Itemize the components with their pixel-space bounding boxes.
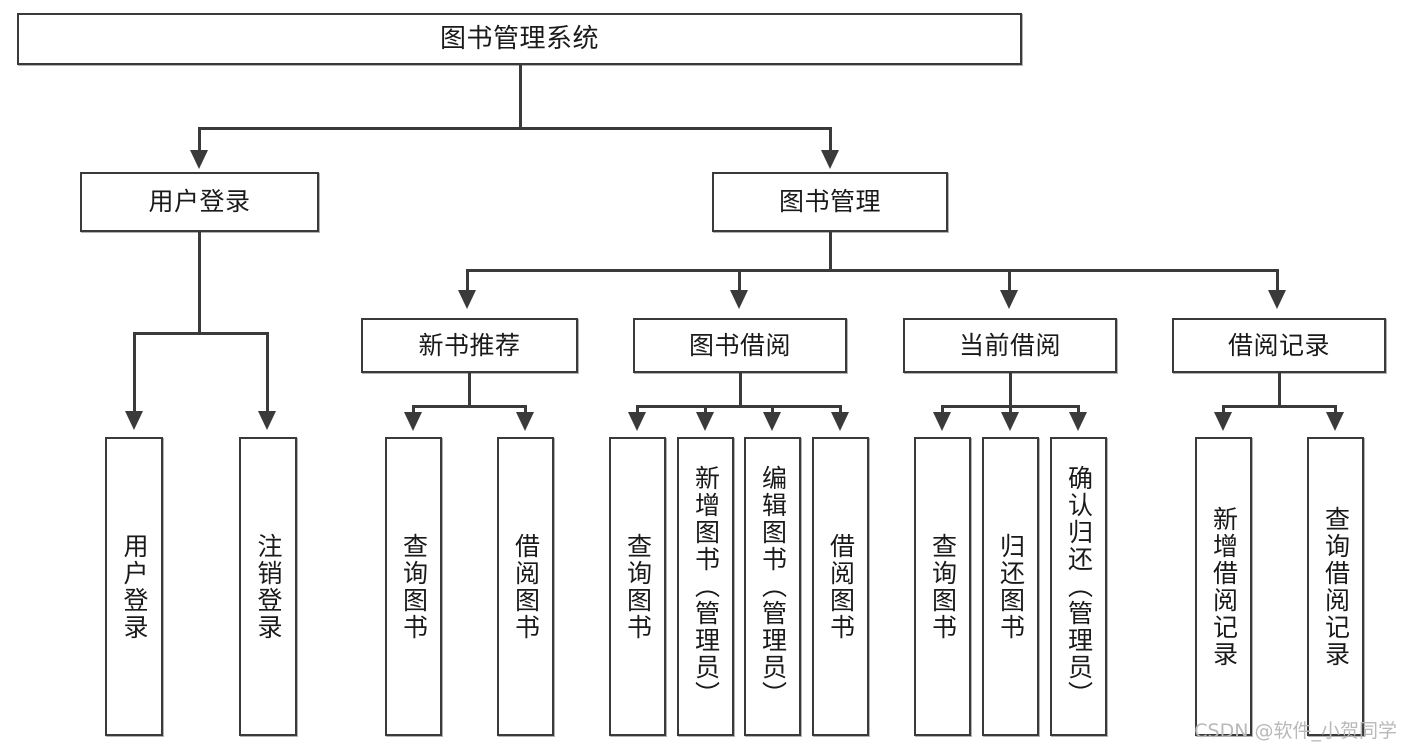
node-label: 查询图书 <box>623 532 653 641</box>
leaf-current-return-book[interactable]: 归还图书 <box>982 437 1039 736</box>
arrow-user-login-2 <box>258 411 276 430</box>
leaf-record-add-record[interactable]: 新增借阅记录 <box>1195 437 1252 736</box>
node-label: 新书推荐 <box>418 330 521 360</box>
connector-book-mgmt-stem <box>829 232 832 272</box>
connector-borrow-stem <box>739 373 742 407</box>
connector-record-drop-2 <box>1334 405 1337 415</box>
arrow-user-login-1 <box>125 411 143 430</box>
arrow-borrow-1 <box>628 412 646 431</box>
node-current-borrow[interactable]: 当前借阅 <box>903 318 1117 373</box>
connector-recommend-bar <box>412 405 527 408</box>
node-label: 注销登录 <box>254 532 283 641</box>
leaf-current-query-book[interactable]: 查询图书 <box>914 437 971 736</box>
arrow-level2-3 <box>1000 290 1018 309</box>
node-borrow-record[interactable]: 借阅记录 <box>1172 318 1386 373</box>
watermark-text: CSDN @软件_小贺同学 <box>1194 720 1397 742</box>
connector-record-drop-1 <box>1222 405 1225 415</box>
node-label: 用户登录 <box>148 187 251 217</box>
connector-level2-drop-2 <box>738 269 741 293</box>
connector-user-login-drop-2 <box>266 332 269 414</box>
connector-user-login-stem <box>198 232 201 335</box>
leaf-current-confirm-return[interactable]: 确认归还（管理员） <box>1050 437 1107 736</box>
node-root-system[interactable]: 图书管理系统 <box>17 13 1022 65</box>
arrow-current-2 <box>1001 412 1019 431</box>
node-label: 新增图书（管理员） <box>691 465 721 708</box>
connector-level1-drop-right <box>829 127 832 153</box>
connector-borrow-drop-2 <box>704 405 707 415</box>
connector-borrow-drop-1 <box>636 405 639 415</box>
connector-level2-drop-1 <box>466 269 469 293</box>
leaf-borrow-add-book[interactable]: 新增图书（管理员） <box>677 437 734 736</box>
node-label: 编辑图书（管理员） <box>758 465 788 708</box>
arrow-current-3 <box>1069 412 1087 431</box>
connector-current-drop-3 <box>1077 405 1080 415</box>
connector-borrow-drop-4 <box>839 405 842 415</box>
connector-borrow-drop-3 <box>771 405 774 415</box>
leaf-user-login-signout[interactable]: 注销登录 <box>239 437 297 736</box>
connector-level2-drop-3 <box>1008 269 1011 293</box>
leaf-borrow-borrow-book[interactable]: 借阅图书 <box>812 437 869 736</box>
connector-borrow-bar <box>636 405 842 408</box>
connector-recommend-drop-1 <box>412 405 415 415</box>
node-label: 借阅图书 <box>511 532 541 641</box>
arrow-record-2 <box>1326 412 1344 431</box>
node-label: 借阅记录 <box>1227 330 1330 360</box>
arrow-recommend-2 <box>516 412 534 431</box>
node-book-management[interactable]: 图书管理 <box>712 172 948 232</box>
arrow-recommend-1 <box>404 412 422 431</box>
node-label: 用户登录 <box>120 532 149 641</box>
arrow-current-1 <box>933 412 951 431</box>
connector-current-stem <box>1009 373 1012 407</box>
arrow-borrow-4 <box>831 412 849 431</box>
leaf-record-query-record[interactable]: 查询借阅记录 <box>1307 437 1364 736</box>
connector-level2-drop-4 <box>1276 269 1279 293</box>
node-label: 新增借阅记录 <box>1209 505 1239 668</box>
arrow-level1-right <box>821 150 839 169</box>
node-user-login[interactable]: 用户登录 <box>80 172 319 232</box>
connector-level2-bar <box>466 269 1279 272</box>
arrow-record-1 <box>1214 412 1232 431</box>
node-label: 查询图书 <box>928 532 958 641</box>
node-label: 图书管理系统 <box>439 23 599 54</box>
leaf-borrow-query-book[interactable]: 查询图书 <box>609 437 666 736</box>
connector-level1-bar <box>198 127 832 130</box>
connector-level1-drop-left <box>198 127 201 153</box>
node-label: 查询借阅记录 <box>1321 505 1351 668</box>
node-label: 图书借阅 <box>688 330 791 360</box>
node-label: 借阅图书 <box>826 532 856 641</box>
arrow-level2-1 <box>458 290 476 309</box>
connector-current-drop-2 <box>1009 405 1012 415</box>
node-label: 当前借阅 <box>958 330 1061 360</box>
arrow-borrow-3 <box>763 412 781 431</box>
node-book-borrow[interactable]: 图书借阅 <box>633 318 847 373</box>
arrow-level1-left <box>190 150 208 169</box>
connector-user-login-bar <box>133 332 269 335</box>
node-label: 确认归还（管理员） <box>1064 465 1094 708</box>
connector-record-bar <box>1222 405 1337 408</box>
node-label: 查询图书 <box>399 532 429 641</box>
arrow-borrow-2 <box>696 412 714 431</box>
connector-recommend-stem <box>468 373 471 407</box>
node-label: 归还图书 <box>996 532 1026 641</box>
connector-root-stem <box>519 65 522 129</box>
leaf-borrow-edit-book[interactable]: 编辑图书（管理员） <box>744 437 801 736</box>
connector-record-stem <box>1278 373 1281 407</box>
connector-recommend-drop-2 <box>524 405 527 415</box>
connector-current-drop-1 <box>941 405 944 415</box>
arrow-level2-4 <box>1268 290 1286 309</box>
node-label: 图书管理 <box>778 187 881 217</box>
leaf-recommend-query-book[interactable]: 查询图书 <box>385 437 442 736</box>
node-new-book-recommend[interactable]: 新书推荐 <box>361 318 578 373</box>
connector-user-login-drop-1 <box>133 332 136 414</box>
leaf-recommend-borrow-book[interactable]: 借阅图书 <box>497 437 554 736</box>
leaf-user-login-signin[interactable]: 用户登录 <box>105 437 163 736</box>
arrow-level2-2 <box>730 290 748 309</box>
